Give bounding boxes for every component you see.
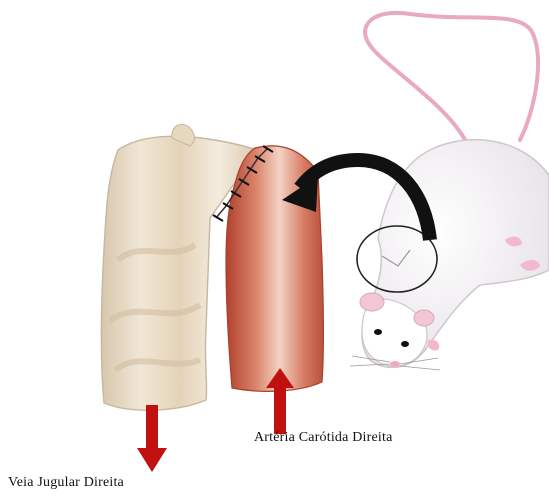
rat-paw	[428, 340, 440, 351]
down-arrow-icon	[137, 405, 167, 472]
rat-nose	[390, 361, 400, 367]
rat-eye	[374, 329, 382, 335]
rat-ear	[414, 310, 434, 326]
rat	[350, 140, 549, 370]
vein-label: Veia Jugular Direita	[8, 475, 124, 491]
artery-label: Artéria Carótida Direita	[254, 430, 393, 446]
rat-eye	[401, 341, 409, 347]
rat-ear	[360, 293, 384, 311]
rat-tail	[365, 13, 538, 150]
